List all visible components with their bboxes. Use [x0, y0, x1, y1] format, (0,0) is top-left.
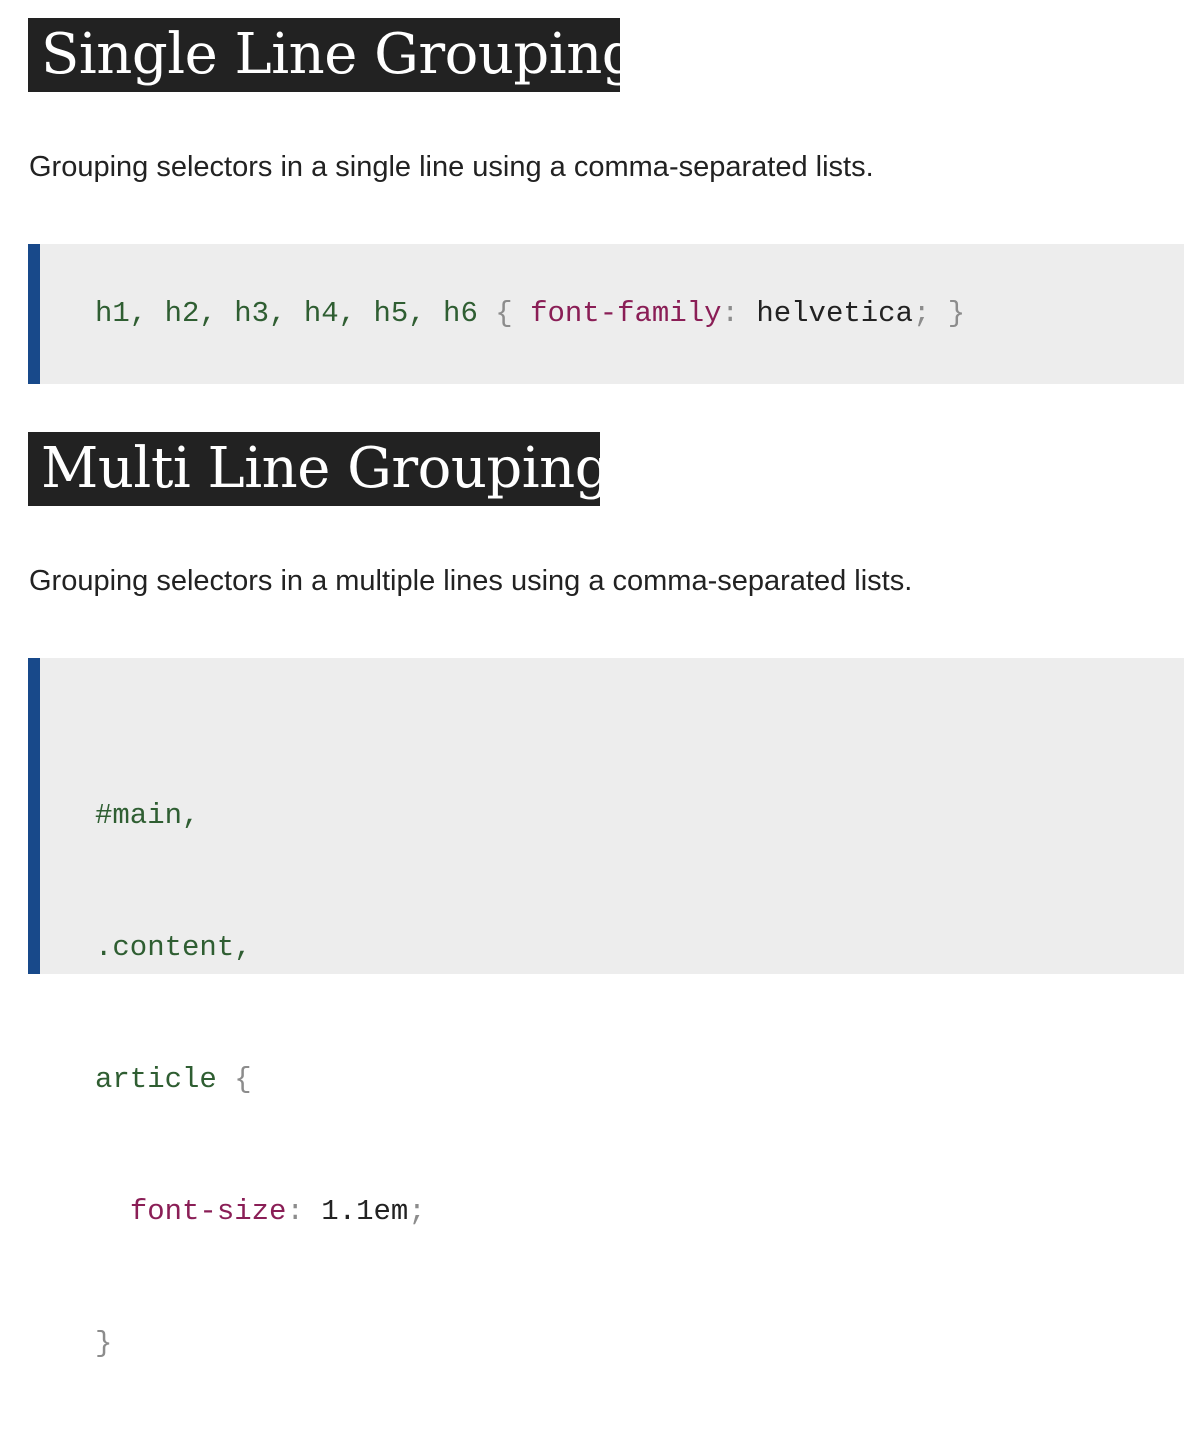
code-colon: :: [286, 1195, 304, 1228]
section-heading-multi-line: Multi Line Grouping: [28, 432, 611, 506]
code-semicolon: ;: [408, 1195, 426, 1228]
code-line-2: .content,: [95, 926, 426, 970]
code-line-5: }: [95, 1322, 426, 1366]
code-close-brace: }: [95, 1327, 113, 1360]
section-heading-single-line: Single Line Grouping: [28, 18, 638, 92]
code-property: font-size: [129, 1195, 287, 1228]
code-open-brace: {: [495, 297, 513, 330]
code-lines: #main, .content, article { font-size: 1.…: [95, 706, 426, 1454]
code-selector-content: .content,: [95, 931, 252, 964]
code-colon: :: [721, 297, 739, 330]
code-open-brace: {: [234, 1063, 252, 1096]
code-block-multi-line: #main, .content, article { font-size: 1.…: [28, 658, 1184, 1360]
code-value: helvetica: [756, 297, 913, 330]
code-line-1: #main,: [95, 794, 426, 838]
section-description-multi-line: Grouping selectors in a multiple lines u…: [29, 565, 913, 597]
code-line-3: article {: [95, 1058, 426, 1102]
code-property: font-family: [530, 297, 722, 330]
code-selector: h1, h2, h3, h4, h5, h6: [95, 297, 478, 330]
code-line-4: font-size: 1.1em;: [95, 1190, 426, 1234]
code-selector-article: article: [95, 1063, 217, 1096]
code-selector-main: #main,: [95, 799, 200, 832]
code-line: h1, h2, h3, h4, h5, h6 { font-family: he…: [95, 292, 965, 336]
code-value: 1.1em: [321, 1195, 409, 1228]
section-description-single-line: Grouping selectors in a single line usin…: [29, 151, 874, 183]
code-close-brace: }: [947, 297, 966, 330]
code-semicolon: ;: [912, 297, 931, 330]
code-block-single-line: h1, h2, h3, h4, h5, h6 { font-family: he…: [28, 244, 1184, 384]
